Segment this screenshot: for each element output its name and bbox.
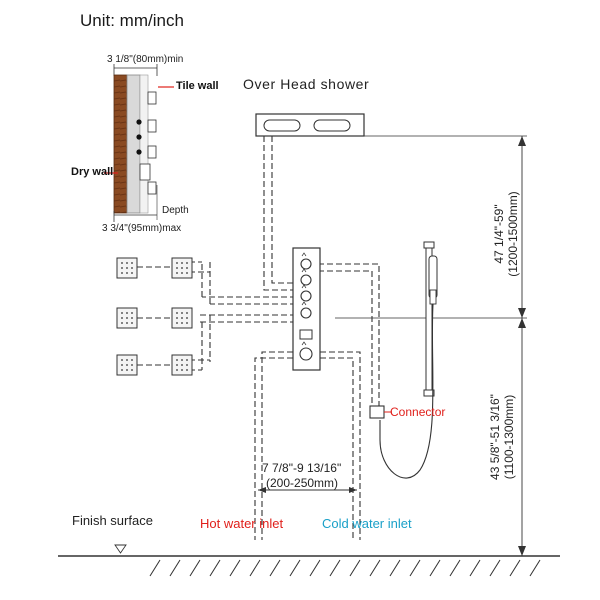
- cold-inlet-pipe-b: [320, 357, 354, 540]
- overhead-nozzle-left: [263, 119, 301, 132]
- tile-wall-section: [126, 74, 141, 214]
- dry-wall-label: Dry wall: [71, 166, 114, 178]
- pipe-network: [137, 136, 380, 540]
- inset-top-dimension: 3 1/8"(80mm)min: [107, 54, 184, 65]
- diverter-knob-1: [300, 258, 312, 270]
- overhead-pipe-left: [263, 136, 296, 291]
- lower-height-mm: (1100-1300mm): [502, 394, 516, 480]
- wall-section-inset: [104, 64, 174, 222]
- cold-inlet-pipe-a: [320, 351, 361, 540]
- handshower-pipe-b: [318, 270, 373, 412]
- valve-body-inset: [139, 91, 157, 195]
- overhead-shower-label: Over Head shower: [243, 76, 370, 92]
- valve-control-panel: [292, 247, 321, 371]
- body-jet-holes: [121, 262, 188, 371]
- cold-water-inlet-label: Cold water inlet: [322, 516, 412, 531]
- lower-height-dimension: 43 5/8"-51 3/16" (1100-1300mm): [488, 337, 518, 537]
- diverter-knob-2: [300, 274, 312, 286]
- thermostat-knob: [299, 347, 313, 361]
- upper-height-mm: (1200-1500mm): [506, 191, 520, 277]
- width-dimension-mm: (200-250mm): [266, 476, 339, 490]
- diverter-knob-3: [300, 290, 312, 302]
- body-jets: [116, 257, 193, 376]
- lower-height-inch: 43 5/8"-51 3/16": [488, 394, 502, 480]
- overhead-shower: [255, 113, 365, 137]
- hand-shower-slide-bar: [369, 241, 438, 479]
- hot-inlet-pipe-b: [254, 357, 293, 540]
- hot-inlet-pipe-a: [261, 351, 293, 540]
- hot-water-inlet-label: Hot water inlet: [200, 516, 284, 531]
- shower-hose: [379, 303, 434, 479]
- tile-wall-label: Tile wall: [176, 80, 219, 92]
- upper-height-dimension: 47 1/4"-59" (1200-1500mm): [492, 144, 522, 324]
- dry-wall-section: [113, 74, 128, 214]
- inlet-width-dimension: [258, 487, 357, 493]
- connector-label: Connector: [390, 405, 446, 419]
- unit-label: Unit: mm/inch: [80, 11, 184, 30]
- wall-connector: [369, 405, 385, 419]
- slide-bar-top-bracket: [423, 241, 435, 249]
- level-marker-icon: [114, 544, 127, 554]
- overhead-pipe-right: [271, 136, 296, 284]
- valve-display: [299, 329, 313, 340]
- depth-label: Depth: [162, 205, 189, 216]
- upper-height-inch: 47 1/4"-59": [492, 204, 506, 264]
- hand-shower-holder: [429, 289, 437, 305]
- valve-knobs-inset: [136, 119, 142, 155]
- slide-bar-bottom-bracket: [423, 389, 435, 397]
- overhead-nozzle-right: [313, 119, 351, 132]
- floor-hatch: [149, 559, 541, 577]
- finish-surface-label: Finish surface: [72, 513, 153, 528]
- handshower-pipe-a: [318, 263, 380, 412]
- diverter-knob-4: [300, 307, 312, 319]
- width-dimension-inch: 7 7/8"-9 13/16": [262, 461, 342, 475]
- inset-bottom-dimension: 3 3/4"(95mm)max: [102, 223, 182, 234]
- finish-surface-floor: [58, 544, 560, 577]
- vertical-dimensions: [364, 135, 527, 556]
